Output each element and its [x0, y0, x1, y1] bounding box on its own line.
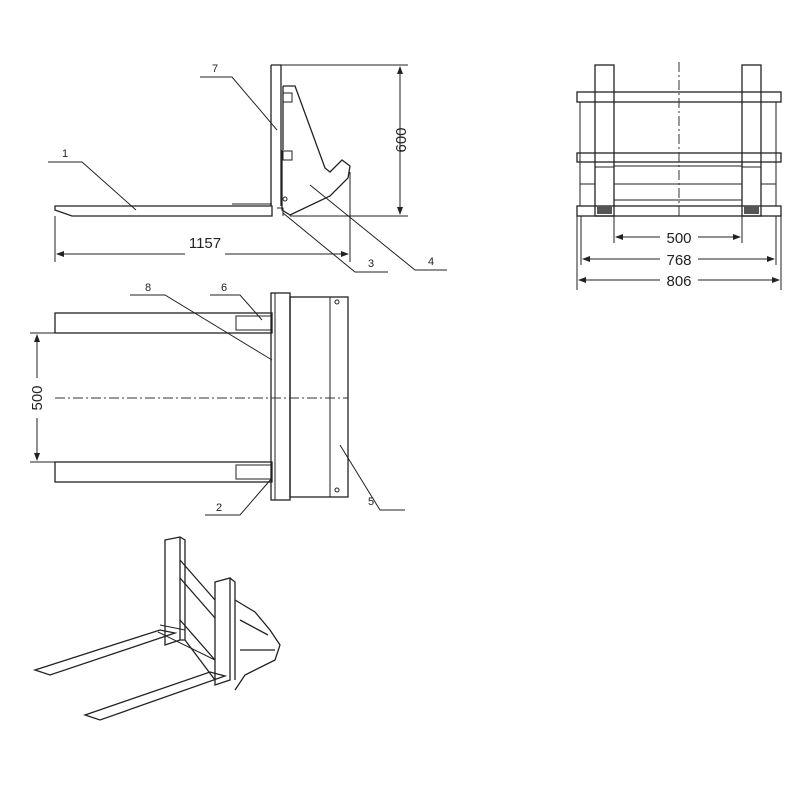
pin-hole — [282, 196, 288, 202]
bracket-pin-upper — [282, 92, 293, 103]
upright-side — [270, 64, 282, 206]
top-view: 500 8 6 2 5 — [29, 282, 405, 516]
fork-section-left — [597, 206, 612, 214]
upright-right — [741, 64, 762, 217]
dim-outer: 806 — [666, 273, 691, 290]
bracket-pin-lower — [282, 150, 293, 161]
dim-height: 600 — [393, 127, 410, 152]
iso-fork-right — [82, 671, 228, 721]
label-4: 4 — [428, 256, 434, 268]
dim-length: 1157 — [189, 235, 221, 252]
block-upper — [235, 315, 273, 331]
label-8: 8 — [145, 282, 151, 294]
dim-fork-spacing: 500 — [29, 385, 46, 410]
isometric-view — [32, 536, 281, 721]
side-view: 600 1157 7 1 3 4 — [48, 63, 447, 273]
iso-fork-left — [32, 629, 178, 676]
upright-left — [594, 64, 615, 217]
label-2: 2 — [216, 502, 222, 514]
front-view: 500 768 806 — [576, 62, 782, 290]
fork-side — [54, 205, 273, 217]
dim-middle: 768 — [666, 252, 691, 269]
fork-section-right — [744, 206, 759, 214]
label-5: 5 — [368, 496, 374, 508]
carriage-top — [270, 292, 291, 501]
label-3: 3 — [368, 258, 374, 270]
label-6: 6 — [221, 282, 227, 294]
back-plate-top — [289, 296, 349, 498]
block-lower — [235, 464, 273, 480]
label-1: 1 — [62, 148, 68, 160]
label-7: 7 — [212, 63, 218, 75]
dim-inner: 500 — [666, 230, 691, 247]
